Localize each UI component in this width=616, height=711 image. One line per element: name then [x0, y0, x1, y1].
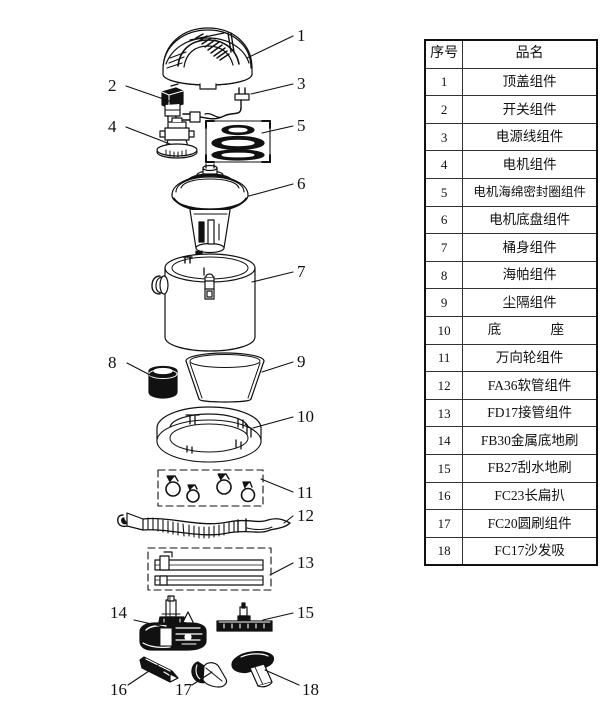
callout-6: 6: [297, 174, 306, 193]
callout-4: 4: [108, 117, 117, 136]
row-name: FD17接管组件: [462, 398, 598, 428]
row-no: 6: [424, 205, 464, 235]
row-name: 电源线组件: [462, 122, 598, 152]
part-4-motor: [157, 118, 197, 158]
callout-9: 9: [297, 352, 306, 371]
row-name: 尘隔组件: [462, 288, 598, 317]
part-7-tank-body: [152, 254, 255, 351]
row-name: 海帕组件: [462, 260, 598, 290]
table-row: 9 尘隔组件: [424, 288, 598, 317]
callout-3: 3: [297, 74, 306, 93]
table-row: 5 电机海绵密封圈组件: [424, 177, 598, 207]
table-row: 7 桶身组件: [424, 233, 598, 262]
row-no: 1: [424, 67, 464, 97]
part-3-power-cord: [183, 88, 249, 122]
part-11-casters: [158, 470, 263, 506]
part-5-seal-rings: [206, 121, 270, 162]
part-15-squeegee: [217, 603, 272, 631]
leader-lines: [126, 36, 299, 685]
row-name: FC20圆刷组件: [462, 509, 598, 538]
row-no: 2: [424, 95, 464, 124]
table-row: 14 FB30金属底地刷: [424, 426, 598, 455]
table-header-row: 序号 品名: [424, 39, 598, 69]
table-row: 10 底 座: [424, 315, 598, 345]
row-no: 10: [424, 315, 464, 345]
row-name: FB27刮水地刷: [462, 453, 598, 483]
callout-17: 17: [175, 680, 192, 699]
row-no: 5: [424, 177, 464, 207]
callout-18: 18: [302, 680, 319, 699]
callout-2: 2: [108, 76, 117, 95]
row-name: 万向轮组件: [462, 343, 598, 373]
callout-15: 15: [297, 603, 314, 622]
row-no: 16: [424, 481, 464, 511]
callout-5: 5: [297, 116, 306, 135]
part-17-round-brush: [192, 662, 227, 687]
table-row: 12 FA36软管组件: [424, 371, 598, 400]
header-cell-no: 序号: [424, 39, 464, 69]
row-name: FB30金属底地刷: [462, 426, 598, 455]
callout-16: 16: [110, 680, 127, 699]
row-no: 17: [424, 509, 464, 538]
callout-8: 8: [108, 353, 117, 372]
parts-table-body: 序号 品名 1 顶盖组件 2 开关组件 3 电源线组件 4 电机组件 5 电机海…: [424, 39, 598, 566]
part-2-switch: [162, 84, 183, 121]
part-10-base-ring: [157, 407, 261, 462]
part-14-floor-brush: [140, 596, 206, 650]
callout-12: 12: [297, 506, 314, 525]
part-1-top-cover: [163, 28, 252, 89]
row-name: 开关组件: [462, 95, 598, 124]
row-name: FC17沙发吸: [462, 536, 598, 566]
table-row: 13 FD17接管组件: [424, 398, 598, 428]
row-no: 11: [424, 343, 464, 373]
header-cell-name: 品名: [462, 39, 598, 69]
row-no: 3: [424, 122, 464, 152]
callout-11: 11: [297, 483, 314, 502]
row-name: 电机底盘组件: [462, 205, 598, 235]
row-no: 4: [424, 150, 464, 179]
table-row: 1 顶盖组件: [424, 67, 598, 97]
table-row: 15 FB27刮水地刷: [424, 453, 598, 483]
row-name: FA36软管组件: [462, 371, 598, 400]
row-name: 顶盖组件: [462, 67, 598, 97]
part-13-extension-tubes: [148, 548, 271, 590]
row-no: 13: [424, 398, 464, 428]
row-no: 18: [424, 536, 464, 566]
table-row: 11 万向轮组件: [424, 343, 598, 373]
callout-1: 1: [297, 26, 306, 45]
table-row: 8 海帕组件: [424, 260, 598, 290]
row-name: FC23长扁扒: [462, 481, 598, 511]
part-16-crevice-tool: [140, 657, 178, 682]
row-name: 电机海绵密封圈组件: [462, 177, 598, 207]
table-row: 6 电机底盘组件: [424, 205, 598, 235]
row-name: 桶身组件: [462, 233, 598, 262]
callout-10: 10: [297, 407, 314, 426]
row-no: 8: [424, 260, 464, 290]
part-9-dust-separator: [186, 353, 264, 402]
row-no: 14: [424, 426, 464, 455]
row-no: 9: [424, 288, 464, 317]
table-row: 3 电源线组件: [424, 122, 598, 152]
callout-7: 7: [297, 262, 306, 281]
callout-14: 14: [110, 603, 127, 622]
table-row: 16 FC23长扁扒: [424, 481, 598, 511]
part-12-flex-hose: [118, 513, 290, 538]
row-no: 15: [424, 453, 464, 483]
table-row: 4 电机组件: [424, 150, 598, 179]
row-no: 12: [424, 371, 464, 400]
part-18-sofa-nozzle: [232, 652, 273, 687]
part-6-motor-chassis: [172, 164, 248, 255]
row-name: 底 座: [462, 315, 598, 345]
callout-13: 13: [297, 553, 314, 572]
table-row: 17 FC20圆刷组件: [424, 509, 598, 538]
parts-table: 序号 品名 1 顶盖组件 2 开关组件 3 电源线组件 4 电机组件 5 电机海…: [424, 39, 598, 567]
table-row: 2 开关组件: [424, 95, 598, 124]
row-name: 电机组件: [462, 150, 598, 179]
table-row: 18 FC17沙发吸: [424, 536, 598, 566]
row-no: 7: [424, 233, 464, 262]
part-8-hepa-filter: [149, 367, 177, 399]
